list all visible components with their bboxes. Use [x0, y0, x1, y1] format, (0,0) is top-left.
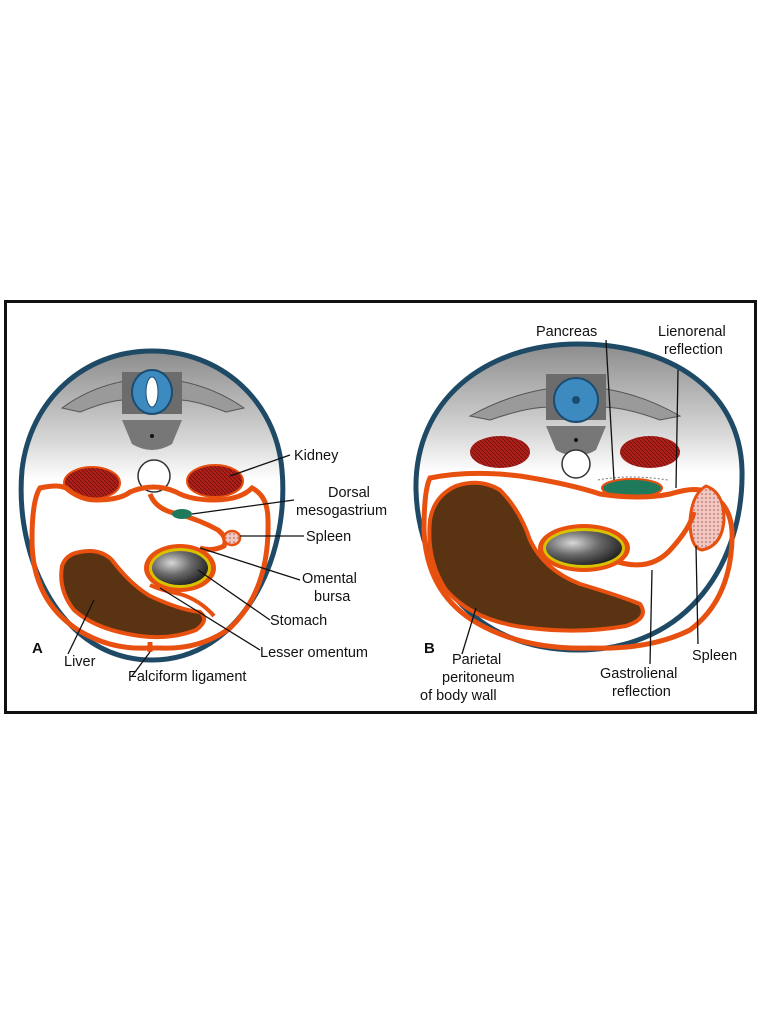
label-omental-line2: bursa — [314, 589, 351, 605]
liver-a — [59, 549, 207, 640]
panel-letter-a: A — [32, 640, 43, 657]
panel-b — [413, 341, 745, 653]
label-gastrolienal-line2: reflection — [612, 684, 671, 700]
panel-letter-b: B — [424, 640, 435, 657]
label-parietal-line3: of body wall — [420, 688, 497, 704]
stomach-a — [144, 544, 216, 592]
lesser-omentum-a — [149, 583, 216, 618]
label-lesser-omentum: Lesser omentum — [260, 645, 368, 661]
stomach-b — [538, 524, 630, 572]
spleen-a — [222, 529, 242, 547]
pancreas-a — [172, 509, 192, 519]
label-stomach: Stomach — [270, 613, 327, 629]
label-dorsal-line1: Dorsal — [328, 485, 370, 501]
parietal-peritoneum-b — [421, 470, 735, 651]
label-parietal-line2: peritoneum — [442, 670, 515, 686]
label-kidney: Kidney — [294, 448, 339, 464]
label-gastrolienal-line1: Gastrolienal — [600, 666, 677, 682]
labels-panel-b: Pancreas Lienorenal reflection B Parieta… — [420, 324, 737, 704]
label-lienorenal-line1: Lienorenal — [658, 324, 726, 340]
label-lienorenal-line2: reflection — [664, 342, 723, 358]
labels-panel-a: Kidney Dorsal mesogastrium Spleen Omenta… — [32, 448, 387, 685]
liver-b — [427, 480, 645, 633]
dorsal-mesogastrium-a — [147, 492, 228, 553]
label-falciform: Falciform ligament — [128, 669, 246, 685]
vertebra-b — [468, 374, 682, 456]
leader-lines — [67, 339, 699, 677]
label-parietal-line1: Parietal — [452, 652, 501, 668]
gastrolienal-reflection-b — [611, 511, 697, 568]
label-spleen-b: Spleen — [692, 648, 737, 664]
aorta-a — [137, 459, 171, 493]
label-pancreas: Pancreas — [536, 324, 597, 340]
parietal-peritoneum-a — [29, 483, 271, 651]
kidney-right-b — [620, 436, 680, 468]
kidney-right-a — [186, 464, 244, 498]
spleen-b — [688, 484, 726, 552]
kidney-left-b — [470, 436, 530, 468]
label-liver: Liver — [64, 654, 96, 670]
panel-a — [18, 348, 286, 663]
aorta-b — [561, 449, 591, 479]
vertebra-a — [60, 369, 246, 450]
label-spleen-a: Spleen — [306, 529, 351, 545]
label-omental-line1: Omental — [302, 571, 357, 587]
label-dorsal-line2: mesogastrium — [296, 503, 387, 519]
